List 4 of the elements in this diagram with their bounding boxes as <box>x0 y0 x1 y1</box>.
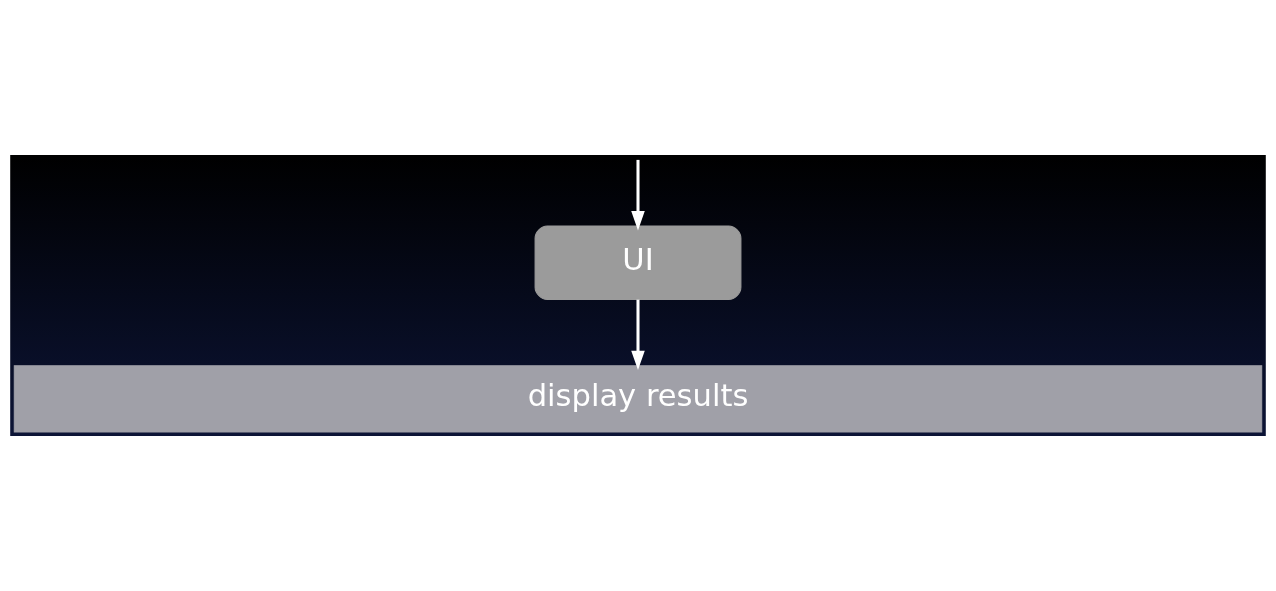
node-box: UI <box>534 225 742 300</box>
arrow <box>631 159 645 231</box>
node-box: display results <box>13 365 1263 433</box>
arrow <box>631 299 645 371</box>
